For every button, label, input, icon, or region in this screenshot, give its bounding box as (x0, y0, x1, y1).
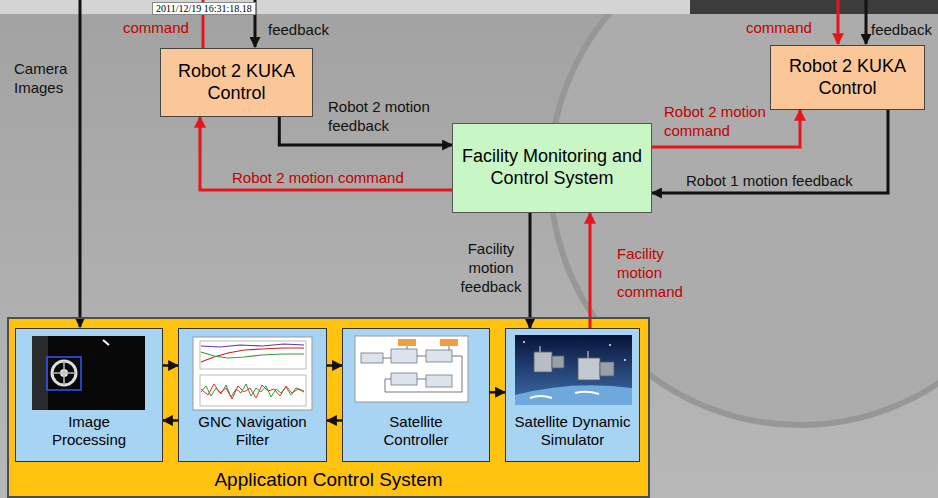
connector-label: Facility motion feedback (458, 240, 524, 296)
signal-label: command (123, 19, 189, 38)
connector-arrow (200, 117, 452, 190)
box-fill (505, 328, 640, 462)
connector-label: Robot 1 motion feedback (686, 172, 876, 191)
signal-label: command (746, 19, 812, 38)
controller-block-thumbnail (355, 336, 468, 402)
connector-label: Facility motion command (617, 245, 697, 301)
signal-label: Camera Images (14, 60, 76, 98)
signal-label: feedback (268, 21, 329, 40)
connector-arrow (163, 419, 178, 422)
photo-strip (0, 0, 690, 14)
io-wires (80, 0, 866, 327)
connector-label: Robot 2 motion command (664, 103, 792, 141)
connector-arrow (163, 364, 178, 367)
timestamp: 2011/12/19 16:31:18.18 (152, 2, 256, 15)
process-box: Facility Monitoring and Control System (452, 123, 652, 213)
node-text: Facility Monitoring and Control System (457, 146, 647, 189)
module-box: Image Processing (15, 328, 163, 462)
connector-label: Robot 2 motion command (232, 169, 432, 188)
camera-image-thumbnail (32, 336, 145, 410)
node-text: Robot 2 KUKA Control (177, 61, 296, 104)
photo-strip-dark (690, 0, 938, 14)
process-box: Robot 2 KUKA Control (160, 48, 313, 117)
connector-arrow (529, 213, 532, 328)
node-text: Satellite Dynamic Simulator (510, 413, 635, 449)
node-text: Application Control System (214, 469, 442, 492)
connector-arrow (327, 364, 342, 367)
connector-arrow (327, 419, 342, 422)
connector-arrow (589, 213, 592, 328)
node-text: GNC Navigation Filter (195, 413, 310, 449)
band-fill (7, 317, 650, 498)
signal-label: feedback (871, 21, 932, 40)
connector-label: Robot 2 motion feedback (328, 98, 448, 136)
box-fill (15, 328, 163, 462)
node-text: Satellite Controller (359, 413, 473, 449)
node-text: Image Processing (32, 413, 146, 449)
module-box: Satellite Dynamic Simulator (505, 328, 640, 462)
box-fill (178, 328, 327, 462)
filter-plot-thumbnail (193, 337, 312, 410)
process-box: Robot 2 KUKA Control (770, 45, 925, 110)
box-fill (342, 328, 490, 462)
connector-arrow (490, 391, 505, 394)
satellite-space-thumbnail (515, 335, 632, 405)
module-box: GNC Navigation Filter (178, 328, 327, 462)
module-box: Satellite Controller (342, 328, 490, 462)
node-text: Robot 2 KUKA Control (787, 56, 908, 99)
system-band: Application Control System Image Processi… (7, 317, 650, 498)
